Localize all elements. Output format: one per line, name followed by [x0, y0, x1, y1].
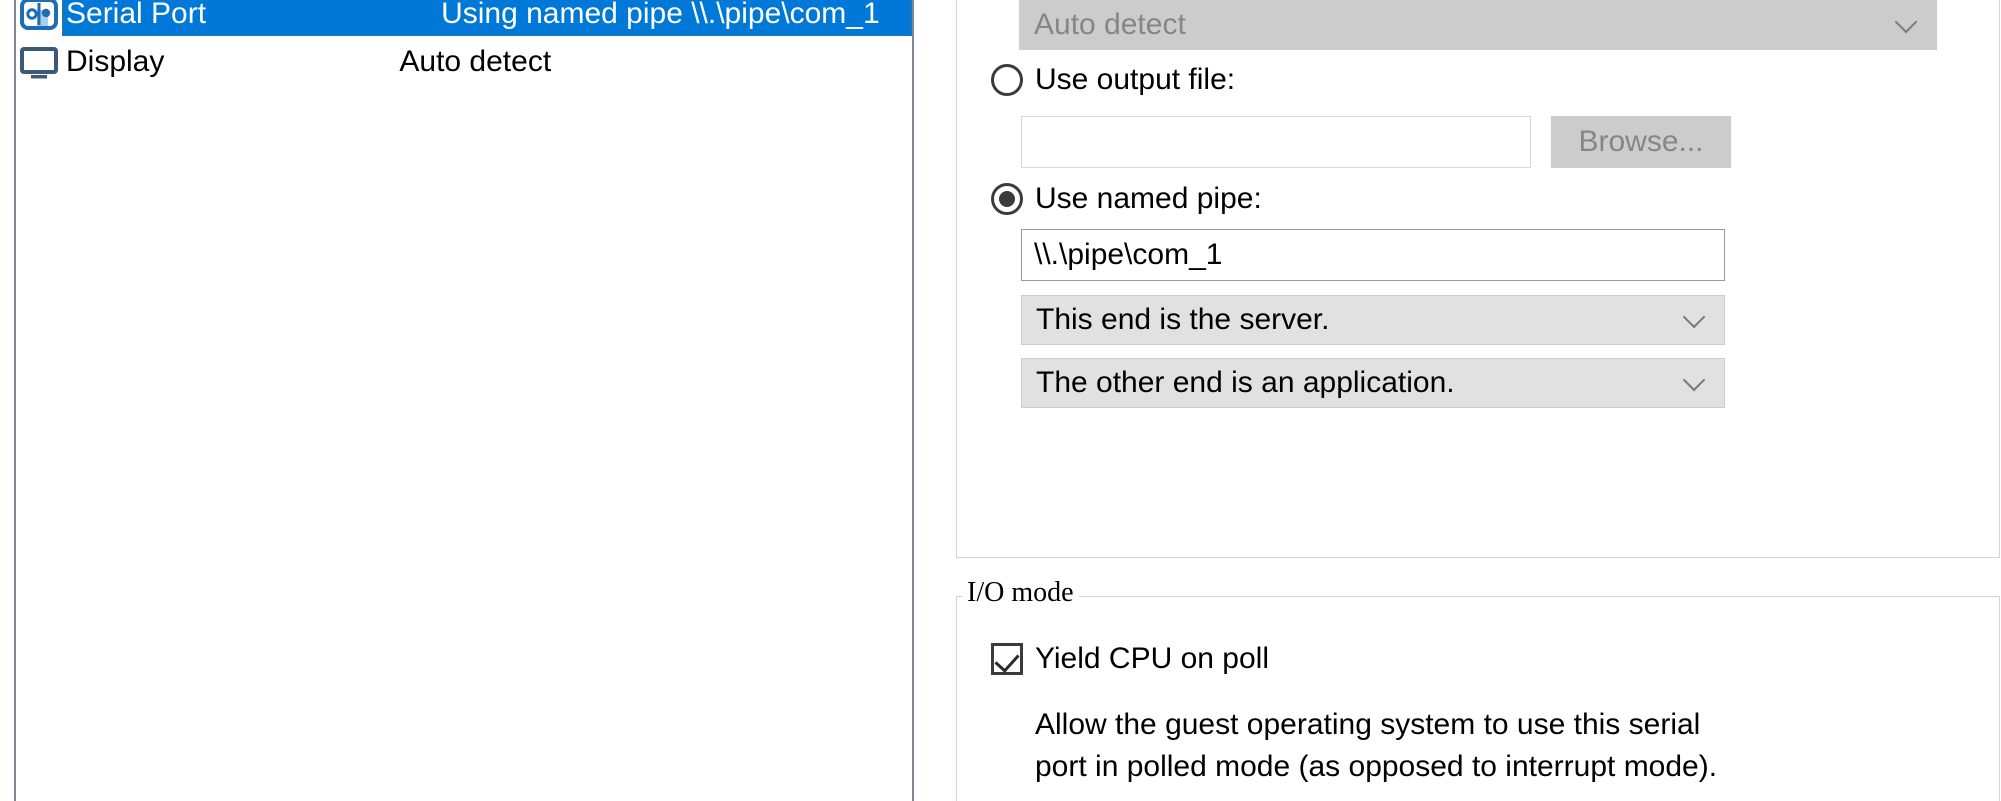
device-name-serial-port: Serial Port — [66, 0, 207, 30]
pipe-end-role-combo-value: This end is the server. — [1036, 303, 1330, 336]
pipe-other-end-combo-value: The other end is an application. — [1036, 366, 1455, 399]
chevron-down-icon — [1684, 307, 1706, 329]
chevron-down-icon — [1896, 12, 1918, 34]
device-summary-display: Auto detect — [399, 45, 552, 78]
output-file-input[interactable] — [1021, 116, 1531, 168]
named-pipe-input[interactable]: \\.\pipe\com_1 — [1021, 229, 1725, 281]
device-summary-serial-port: Using named pipe \\.\pipe\com_1 — [441, 0, 880, 30]
chevron-down-icon — [1684, 370, 1706, 392]
device-list-row-serial-port[interactable]: Serial Port Using named pipe \\.\pipe\co… — [16, 0, 912, 38]
yield-cpu-checkbox[interactable]: Yield CPU on poll — [991, 642, 1269, 676]
serial-device-combo[interactable]: Auto detect — [1019, 0, 1937, 50]
named-pipe-input-value: \\.\pipe\com_1 — [1034, 238, 1223, 271]
use-output-file-radio-mark[interactable] — [991, 64, 1023, 96]
pipe-other-end-combo[interactable]: The other end is an application. — [1021, 358, 1725, 408]
display-row-body[interactable]: Display Auto detect — [62, 40, 912, 84]
device-list-row-display[interactable]: Display Auto detect — [16, 38, 912, 86]
device-list[interactable]: Serial Port Using named pipe \\.\pipe\co… — [14, 0, 914, 801]
use-output-file-radio[interactable]: Use output file: — [991, 63, 1235, 97]
browse-button-label: Browse... — [1578, 125, 1704, 158]
device-name-display: Display — [66, 45, 165, 78]
serial-port-row-body[interactable]: Serial Port Using named pipe \\.\pipe\co… — [62, 0, 912, 36]
io-mode-legend: I/O mode — [962, 577, 1079, 609]
browse-button[interactable]: Browse... — [1551, 116, 1731, 168]
yield-cpu-check-mark[interactable] — [991, 643, 1023, 675]
pipe-end-role-combo[interactable]: This end is the server. — [1021, 295, 1725, 345]
settings-pane: Auto detect Use output file: Browse... U… — [956, 0, 2001, 801]
io-mode-groupbox: I/O mode Yield CPU on poll Allow the gue… — [956, 577, 2000, 801]
connection-groupbox: Auto detect Use output file: Browse... U… — [956, 0, 2000, 558]
display-icon — [16, 39, 62, 85]
use-named-pipe-label: Use named pipe: — [1035, 182, 1262, 215]
use-output-file-label: Use output file: — [1035, 63, 1236, 96]
yield-cpu-description: Allow the guest operating system to use … — [1035, 708, 1718, 783]
use-named-pipe-radio-mark[interactable] — [991, 183, 1023, 215]
serial-device-combo-value: Auto detect — [1034, 8, 1186, 41]
use-named-pipe-radio[interactable]: Use named pipe: — [991, 182, 1262, 216]
yield-cpu-label: Yield CPU on poll — [1035, 642, 1270, 675]
serial-port-icon — [16, 0, 62, 37]
